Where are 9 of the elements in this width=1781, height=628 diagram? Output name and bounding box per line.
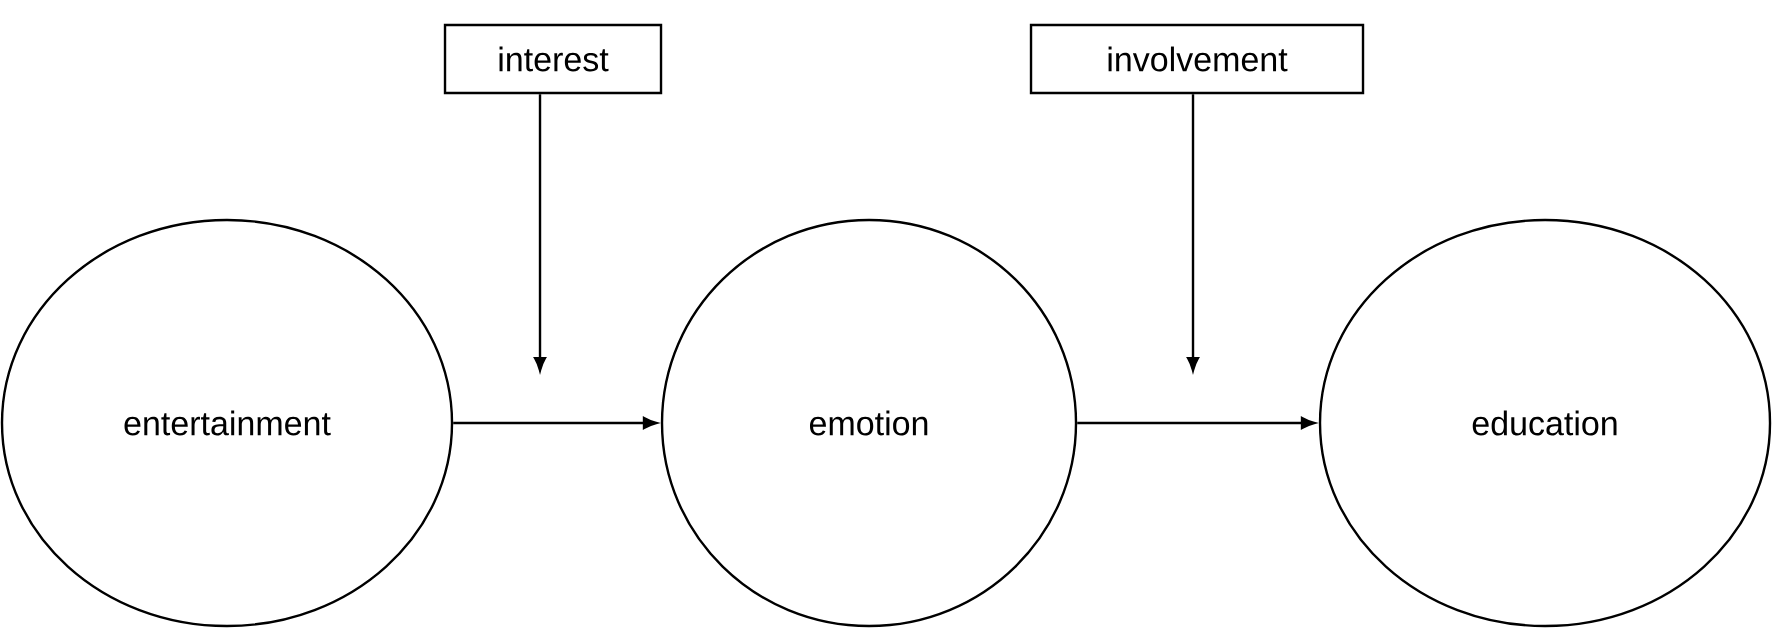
arrow (533, 94, 547, 372)
arrow (1077, 416, 1316, 430)
ellipse-node: entertainment (0, 218, 454, 628)
ellipse-node: education (1318, 218, 1772, 628)
label-box: involvement (1029, 23, 1365, 95)
arrow (453, 416, 658, 430)
arrow (1186, 94, 1200, 372)
label-box: interest (443, 23, 663, 95)
ellipse-node: emotion (660, 218, 1078, 628)
